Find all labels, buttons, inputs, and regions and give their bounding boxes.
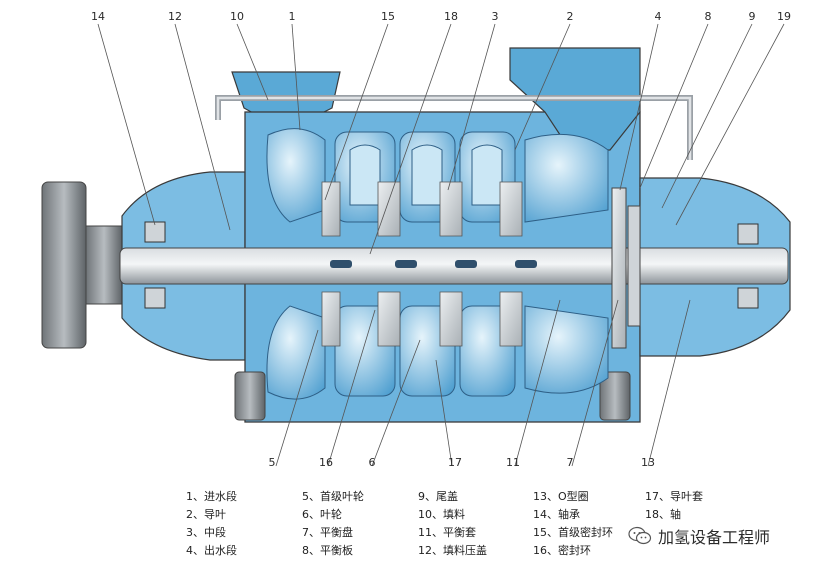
watermark-text: 加氢设备工程师 [658,528,771,547]
legend-item-18: 18、轴 [645,508,681,521]
callout-9: 9 [749,10,756,23]
wechat-icon [628,526,652,545]
legend-item-15: 15、首级密封环 [533,526,613,539]
callout-13: 13 [641,456,655,469]
parts-legend: 1、进水段 2、导叶 3、中段 4、出水段 5、首级叶轮 6、叶轮 7、平衡盘 … [0,484,830,572]
watermark: 加氢设备工程师 [628,524,770,548]
callout-1: 1 [289,10,296,23]
callout-4: 4 [655,10,662,23]
callout-3: 3 [492,10,499,23]
legend-item-13: 13、O型圈 [533,490,589,503]
callout-11: 11 [506,456,520,469]
shaft [119,247,789,285]
legend-item-14: 14、轴承 [533,508,580,521]
callout-14: 14 [91,10,105,23]
callout-19: 19 [777,10,791,23]
callout-2: 2 [567,10,574,23]
legend-item-12: 12、填料压盖 [418,544,487,557]
callout-6: 6 [369,456,376,469]
legend-item-16: 16、密封环 [533,544,591,557]
callouts-bottom: 5 16 6 17 11 7 13 [269,456,656,469]
legend-item-8: 8、平衡板 [302,544,353,557]
legend-item-2: 2、导叶 [186,508,226,521]
coupling [41,181,123,349]
legend-item-11: 11、平衡套 [418,526,476,539]
leader-lines [97,23,785,467]
legend-item-5: 5、首级叶轮 [302,490,364,503]
impeller-stages-bottom [266,291,609,400]
callout-8: 8 [705,10,712,23]
legend-item-7: 7、平衡盘 [302,526,353,539]
callout-10: 10 [230,10,244,23]
impeller-stages-top [266,128,609,237]
callout-17: 17 [448,456,462,469]
legend-item-1: 1、进水段 [186,490,237,503]
callout-7: 7 [567,456,574,469]
balance-disc [611,187,641,349]
legend-item-17: 17、导叶套 [645,490,703,503]
callouts-top: 14 12 10 1 15 18 3 2 4 8 9 19 [91,10,791,23]
bearings [144,221,759,309]
callout-5: 5 [269,456,276,469]
callout-16: 16 [319,456,333,469]
legend-item-3: 3、中段 [186,526,226,539]
legend-item-9: 9、尾盖 [418,490,458,503]
callout-15: 15 [381,10,395,23]
callout-12: 12 [168,10,182,23]
legend-item-4: 4、出水段 [186,544,237,557]
callout-18: 18 [444,10,458,23]
legend-item-6: 6、叶轮 [302,508,342,521]
legend-item-10: 10、填料 [418,508,465,521]
